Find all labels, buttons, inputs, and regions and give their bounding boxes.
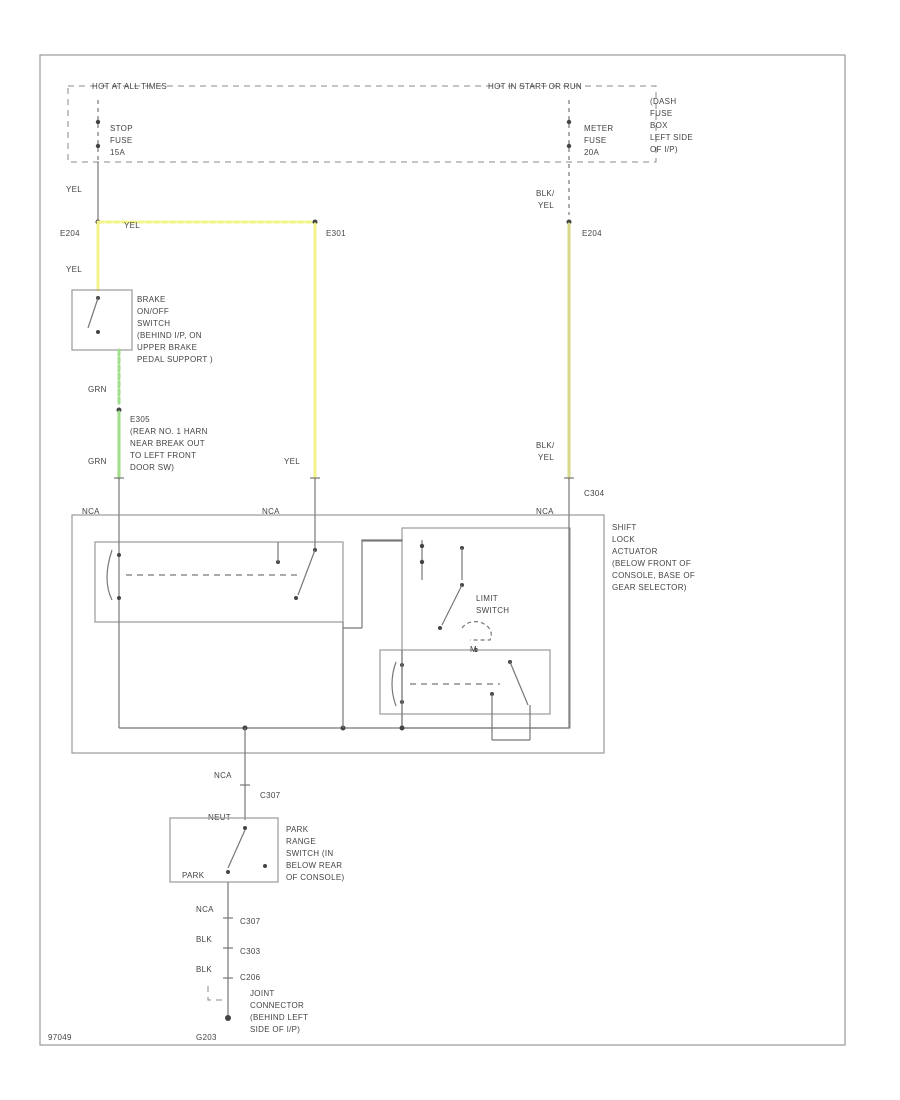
wire-yel-bot: YEL — [284, 457, 300, 466]
connector-g203: G203 — [196, 1033, 217, 1042]
connector-c304: C304 — [584, 489, 605, 498]
limit-switch-label-1: LIMIT — [476, 594, 498, 603]
connector-c303: C303 — [240, 947, 261, 956]
wire-yel-top: YEL — [66, 185, 82, 194]
wire-nca-2: NCA — [262, 507, 280, 516]
park-label: PARK — [182, 871, 205, 880]
diagram-frame — [39, 54, 846, 1046]
park-range-switch-box — [169, 817, 279, 883]
connector-e204-b: E204 — [582, 229, 602, 238]
fuse-box-location-3: BOX — [650, 121, 668, 130]
fuse-box-left-header: HOT AT ALL TIMES — [92, 82, 167, 91]
wire-yel-mid: YEL — [124, 221, 140, 230]
park-range-label-3: SWITCH (IN — [286, 849, 333, 858]
joint-connector-label-1: JOINT — [250, 989, 275, 998]
fuse-box-location-5: OF I/P) — [650, 145, 678, 154]
wire-blk-yel-top: BLK/ — [536, 189, 555, 198]
shift-lock-label-2: LOCK — [612, 535, 635, 544]
shift-lock-label-4: (BELOW FRONT OF — [612, 559, 691, 568]
splice-note-1: E305 — [130, 415, 150, 424]
brake-switch-label-4: (BEHIND I/P, ON — [137, 331, 202, 340]
wire-grn-2: GRN — [88, 457, 107, 466]
brake-switch-label-6: PEDAL SUPPORT ) — [137, 355, 213, 364]
wire-blk-1: BLK — [196, 935, 212, 944]
park-range-label-5: OF CONSOLE) — [286, 873, 344, 882]
brake-switch-label-3: SWITCH — [137, 319, 170, 328]
limit-switch-label-2: SWITCH — [476, 606, 509, 615]
wire-nca-5: NCA — [196, 905, 214, 914]
brake-switch-label-2: ON/OFF — [137, 307, 169, 316]
connector-c307-a: C307 — [260, 791, 281, 800]
splice-note-3: NEAR BREAK OUT — [130, 439, 205, 448]
park-range-label-2: RANGE — [286, 837, 316, 846]
meter-fuse-label-3: 20A — [584, 148, 599, 157]
wire-yel-sw: YEL — [66, 265, 82, 274]
joint-connector-outline — [207, 986, 222, 1001]
diagram-code: 97049 — [48, 1033, 72, 1042]
connector-c304-marks — [114, 477, 574, 515]
shift-lock-label-1: SHIFT — [612, 523, 637, 532]
wire-nca-1: NCA — [82, 507, 100, 516]
stop-fuse — [95, 100, 101, 160]
stop-fuse-label-1: STOP — [110, 124, 133, 133]
connector-e204-a: E204 — [60, 229, 80, 238]
park-range-label-4: BELOW REAR — [286, 861, 342, 870]
wire-yel-top-r: YEL — [538, 201, 554, 210]
stop-fuse-label-3: 15A — [110, 148, 125, 157]
splice-note-4: TO LEFT FRONT — [130, 451, 196, 460]
joint-connector-label-2: CONNECTOR — [250, 1001, 304, 1010]
park-range-label-1: PARK — [286, 825, 309, 834]
splice-note-5: DOOR SW) — [130, 463, 174, 472]
wire-nca-3: NCA — [536, 507, 554, 516]
brake-switch-label-1: BRAKE — [137, 295, 166, 304]
shift-lock-actuator-box — [71, 514, 605, 754]
brake-switch-symbol — [87, 296, 100, 334]
fuse-box-outline — [67, 85, 657, 163]
park-range-switch-symbol — [226, 826, 267, 874]
stop-fuse-label-2: FUSE — [110, 136, 133, 145]
wire-nca-4: NCA — [214, 771, 232, 780]
wire-yel-bot-r: YEL — [538, 453, 554, 462]
shift-lock-label-3: ACTUATOR — [612, 547, 658, 556]
motor-label: M — [470, 645, 477, 654]
fuse-box-location-1: (DASH — [650, 97, 676, 106]
relay-circuit — [94, 515, 344, 728]
connector-c206: C206 — [240, 973, 261, 982]
limit-switch-circuit — [343, 515, 571, 741]
ground-point — [225, 1015, 231, 1021]
joint-connector-label-4: SIDE OF I/P) — [250, 1025, 300, 1034]
connector-e301: E301 — [326, 229, 346, 238]
brake-switch-box — [71, 289, 133, 351]
fuse-box-location-4: LEFT SIDE — [650, 133, 693, 142]
meter-fuse-label-2: FUSE — [584, 136, 607, 145]
connector-c307-b: C307 — [240, 917, 261, 926]
fuse-box-location-2: FUSE — [650, 109, 673, 118]
shift-lock-label-6: GEAR SELECTOR) — [612, 583, 687, 592]
fuse-box-right-header: HOT IN START OR RUN — [488, 82, 582, 91]
joint-connector-label-3: (BEHIND LEFT — [250, 1013, 308, 1022]
shift-lock-label-5: CONSOLE, BASE OF — [612, 571, 695, 580]
wire-grn-1: GRN — [88, 385, 107, 394]
splice-note-2: (REAR NO. 1 HARN — [130, 427, 208, 436]
meter-fuse-label-1: METER — [584, 124, 614, 133]
wire-blk-yel-bot: BLK/ — [536, 441, 555, 450]
meter-fuse — [566, 100, 572, 215]
wire-blk-2: BLK — [196, 965, 212, 974]
bus-splice-3 — [399, 725, 405, 731]
brake-switch-label-5: UPPER BRAKE — [137, 343, 197, 352]
